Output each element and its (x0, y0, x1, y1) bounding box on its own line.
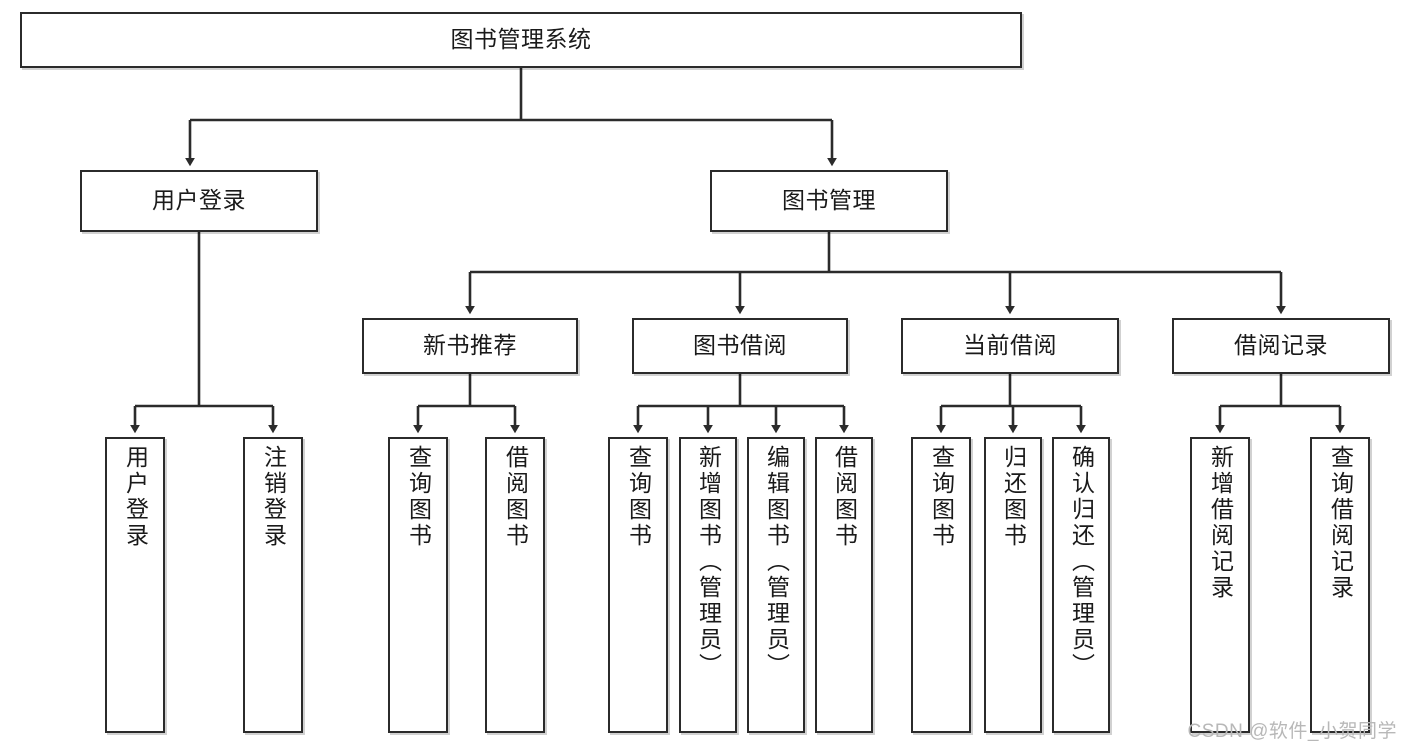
node-leaf-query-book-2-label: 查询图书 (625, 445, 652, 549)
node-leaf-query-book-3[interactable]: 查询图书 (911, 437, 971, 733)
node-book-borrow[interactable]: 图书借阅 (632, 318, 848, 374)
node-leaf-borrow-book-1-label: 借阅图书 (502, 445, 529, 549)
node-leaf-user-logout[interactable]: 注销登录 (243, 437, 303, 733)
node-root-label: 图书管理系统 (450, 26, 592, 53)
node-leaf-borrow-book-1[interactable]: 借阅图书 (485, 437, 545, 733)
node-leaf-add-borrow-record[interactable]: 新增借阅记录 (1190, 437, 1250, 733)
node-leaf-query-book-3-label: 查询图书 (928, 445, 955, 549)
node-leaf-query-book-1[interactable]: 查询图书 (388, 437, 448, 733)
node-leaf-query-book-2[interactable]: 查询图书 (608, 437, 668, 733)
node-leaf-return-book-label: 归还图书 (1000, 445, 1027, 549)
node-leaf-add-book-admin-label: 新增图书（管理员） (695, 445, 722, 679)
node-leaf-user-login[interactable]: 用户登录 (105, 437, 165, 733)
node-leaf-return-book[interactable]: 归还图书 (984, 437, 1042, 733)
node-current-borrow[interactable]: 当前借阅 (901, 318, 1119, 374)
node-leaf-confirm-return-admin[interactable]: 确认归还（管理员） (1052, 437, 1110, 733)
node-new-book-recommend[interactable]: 新书推荐 (362, 318, 578, 374)
node-borrow-record-label: 借阅记录 (1234, 332, 1328, 359)
node-leaf-edit-book-admin-label: 编辑图书（管理员） (763, 445, 790, 679)
node-leaf-user-logout-label: 注销登录 (260, 445, 287, 549)
node-root[interactable]: 图书管理系统 (20, 12, 1022, 68)
node-leaf-add-book-admin[interactable]: 新增图书（管理员） (679, 437, 737, 733)
node-book-manage-label: 图书管理 (782, 187, 876, 214)
node-leaf-borrow-book-2-label: 借阅图书 (831, 445, 858, 549)
node-borrow-record[interactable]: 借阅记录 (1172, 318, 1390, 374)
node-leaf-user-login-label: 用户登录 (122, 445, 149, 549)
node-leaf-confirm-return-admin-label: 确认归还（管理员） (1068, 445, 1095, 679)
node-user-login-label: 用户登录 (152, 187, 246, 214)
node-book-borrow-label: 图书借阅 (693, 332, 787, 359)
csdn-watermark: CSDN @软件_小贺同学 (1187, 721, 1397, 742)
node-leaf-query-borrow-record[interactable]: 查询借阅记录 (1310, 437, 1370, 733)
node-leaf-edit-book-admin[interactable]: 编辑图书（管理员） (747, 437, 805, 733)
node-leaf-add-borrow-record-label: 新增借阅记录 (1207, 445, 1234, 601)
node-current-borrow-label: 当前借阅 (963, 332, 1057, 359)
node-leaf-query-book-1-label: 查询图书 (405, 445, 432, 549)
node-user-login[interactable]: 用户登录 (80, 170, 318, 232)
node-leaf-borrow-book-2[interactable]: 借阅图书 (815, 437, 873, 733)
node-leaf-query-borrow-record-label: 查询借阅记录 (1327, 445, 1354, 601)
node-book-manage[interactable]: 图书管理 (710, 170, 948, 232)
node-new-book-recommend-label: 新书推荐 (423, 332, 517, 359)
